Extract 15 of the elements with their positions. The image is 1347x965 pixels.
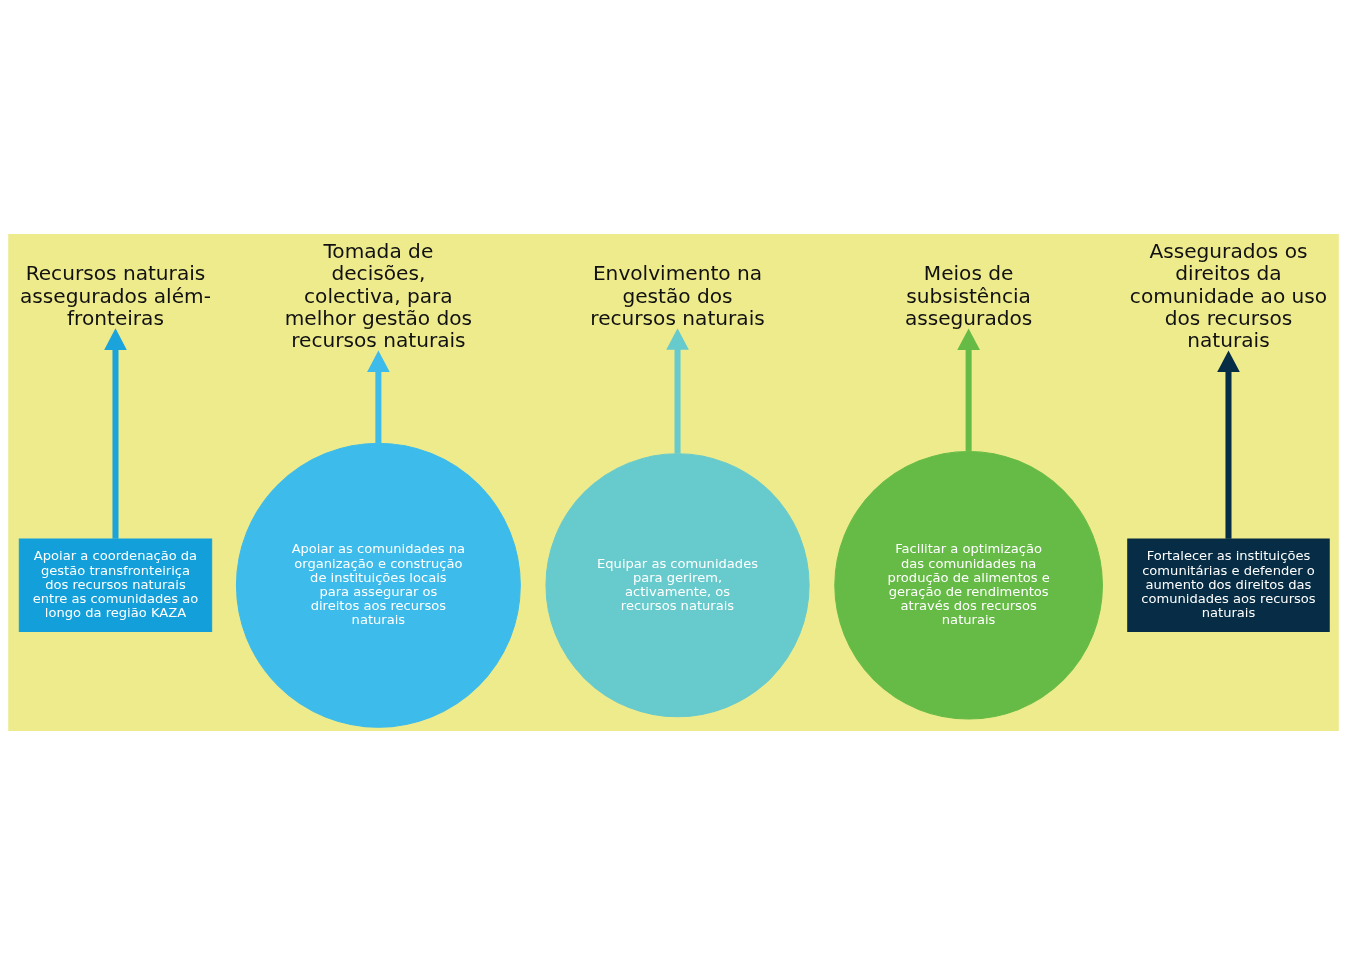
node-text: Tomada de decisões, colectiva, para melhor gestão dos recursos naturais xyxy=(284,239,473,352)
node-text: Envolvimento na gestão dos recursos naturais xyxy=(590,261,765,330)
node-box: Apoiar a coordenação da gestão transfronteiriça dos recursos naturais entre as comunidades ao longo da região KAZA xyxy=(18,538,213,633)
node-circle: Equipar as comunidades para gerirem, activamente, os recursos naturais xyxy=(545,453,810,718)
arrow xyxy=(1217,350,1240,539)
arrow xyxy=(367,350,390,444)
node-text: Meios de subsistência assegurados xyxy=(904,261,1033,330)
arrow xyxy=(666,328,689,454)
node-circle: Facilitar a optimização das comunidades na produção de alimentos e geração de rendimentos através dos recursos naturais xyxy=(834,450,1103,720)
node-text: Assegurados os direitos da comunidade ao uso dos recursos naturais xyxy=(1129,239,1328,352)
arrow xyxy=(957,328,980,451)
node-text: Recursos naturais assegurados além-fronteiras xyxy=(20,261,211,330)
node-box: Fortalecer as instituições comunitárias e defender o aumento dos direitos das comunidades aos recursos naturais xyxy=(1127,538,1330,633)
node-circle: Apoiar as comunidades na organização e construção de instituições locais para assegurar os direitos aos recursos naturais xyxy=(235,442,521,728)
arrow xyxy=(104,328,127,539)
